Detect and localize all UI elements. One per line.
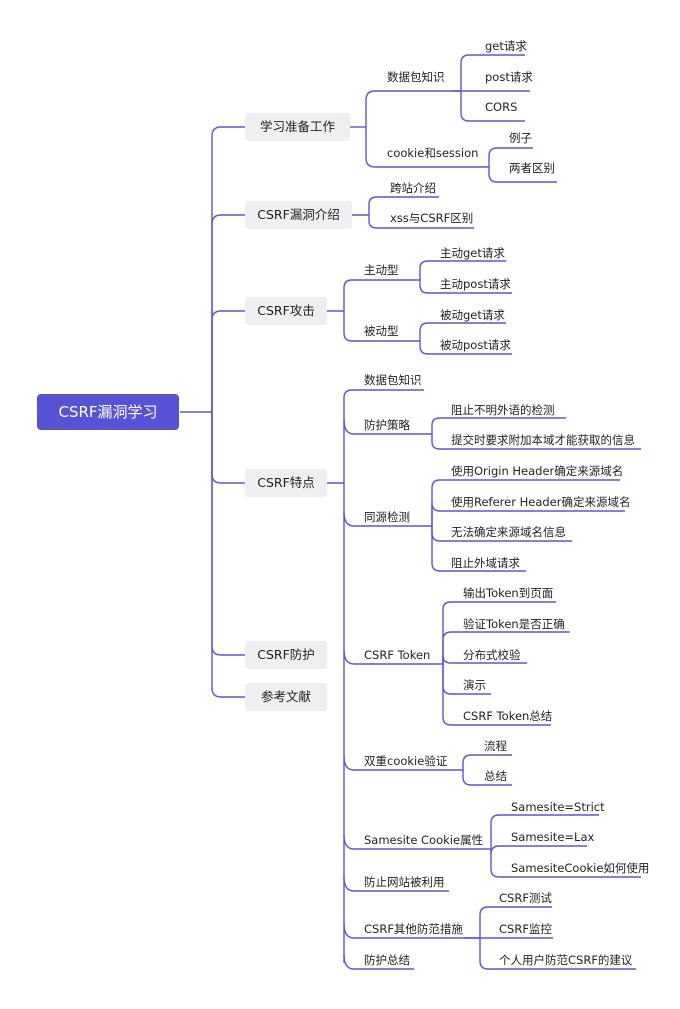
- node-strategy-1[interactable]: 阻止不明外语的检测: [451, 403, 555, 417]
- node-samesite-lax[interactable]: Samesite=Lax: [511, 830, 595, 844]
- branch-refs[interactable]: 参考文献: [245, 683, 327, 711]
- node-double-cookie[interactable]: 双重cookie验证: [364, 754, 448, 768]
- node-token-verify[interactable]: 验证Token是否正确: [463, 617, 565, 631]
- node-block-external[interactable]: 阻止外域请求: [451, 556, 520, 570]
- node-get[interactable]: get请求: [485, 39, 527, 53]
- node-cross-site[interactable]: 跨站介绍: [390, 181, 436, 195]
- node-demo[interactable]: 演示: [463, 678, 486, 692]
- branch-defense[interactable]: CSRF防护: [245, 641, 327, 669]
- node-defense-summary[interactable]: 防护总结: [364, 953, 410, 967]
- node-cookie-session[interactable]: cookie和session: [387, 146, 479, 160]
- node-defense-packet[interactable]: 数据包知识: [364, 373, 422, 387]
- node-active-post[interactable]: 主动post请求: [440, 277, 511, 291]
- node-passive-post[interactable]: 被动post请求: [440, 338, 511, 352]
- root-topic[interactable]: CSRF漏洞学习: [37, 394, 179, 430]
- node-double-summary[interactable]: 总结: [484, 769, 507, 783]
- node-cors[interactable]: CORS: [485, 100, 518, 114]
- branch-attack[interactable]: CSRF攻击: [245, 297, 327, 325]
- node-samesite[interactable]: Samesite Cookie属性: [364, 833, 484, 847]
- branch-prep[interactable]: 学习准备工作: [245, 113, 350, 141]
- node-active-get[interactable]: 主动get请求: [440, 246, 505, 260]
- node-other-measures[interactable]: CSRF其他防范措施: [364, 922, 463, 936]
- node-samesite-usage[interactable]: SamesiteCookie如何使用: [511, 861, 650, 875]
- node-post[interactable]: post请求: [485, 70, 533, 84]
- node-origin-header[interactable]: 使用Origin Header确定来源域名: [451, 464, 624, 478]
- node-strategy-2[interactable]: 提交时要求附加本域才能获取的信息: [451, 433, 635, 447]
- node-active[interactable]: 主动型: [364, 263, 399, 277]
- node-token-output[interactable]: 输出Token到页面: [463, 586, 554, 600]
- node-double-process[interactable]: 流程: [484, 739, 507, 753]
- node-prevent-abuse[interactable]: 防止网站被利用: [364, 875, 445, 889]
- node-samesite-strict[interactable]: Samesite=Strict: [511, 800, 605, 814]
- node-example[interactable]: 例子: [509, 131, 532, 145]
- node-strategy[interactable]: 防护策略: [364, 418, 410, 432]
- node-passive[interactable]: 被动型: [364, 324, 399, 338]
- node-csrf-test[interactable]: CSRF测试: [499, 891, 552, 905]
- node-csrf-monitor[interactable]: CSRF监控: [499, 922, 552, 936]
- node-unknown-origin[interactable]: 无法确定来源域名信息: [451, 525, 566, 539]
- node-diff[interactable]: 两者区别: [509, 161, 555, 175]
- node-distributed[interactable]: 分布式校验: [463, 648, 521, 662]
- node-xss-diff[interactable]: xss与CSRF区别: [390, 211, 474, 225]
- node-packet[interactable]: 数据包知识: [387, 70, 445, 84]
- branch-intro[interactable]: CSRF漏洞介绍: [245, 201, 352, 229]
- node-token-summary[interactable]: CSRF Token总结: [463, 709, 553, 723]
- branch-features[interactable]: CSRF特点: [245, 469, 327, 497]
- node-user-advice[interactable]: 个人用户防范CSRF的建议: [499, 953, 633, 967]
- node-csrf-token[interactable]: CSRF Token: [364, 648, 431, 662]
- node-same-origin[interactable]: 同源检测: [364, 510, 410, 524]
- node-passive-get[interactable]: 被动get请求: [440, 308, 505, 322]
- node-referer-header[interactable]: 使用Referer Header确定来源域名: [451, 495, 631, 509]
